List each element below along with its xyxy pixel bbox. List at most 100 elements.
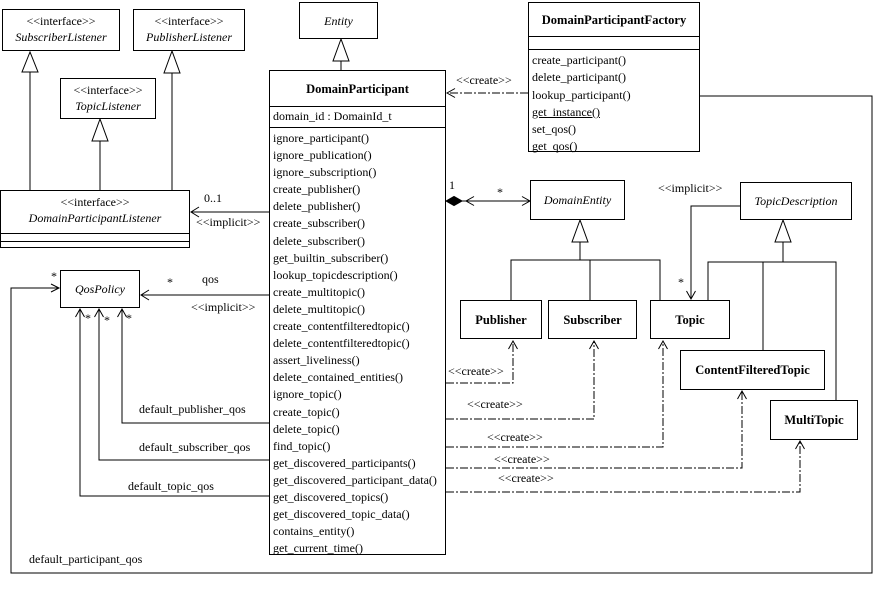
class-name: SubscriberListener — [15, 30, 107, 44]
create-label-contentfilteredtopic: <<create>> — [494, 452, 550, 466]
implicit-label-qos: <<implicit>> — [191, 300, 256, 314]
create-label-factory: <<create>> — [456, 73, 512, 87]
method-label: get_builtin_subscriber() — [273, 250, 389, 265]
stereotype-label: <<interface>> — [60, 195, 130, 209]
method-label: get_discovered_participant_data() — [273, 472, 437, 487]
class-entity: Entity — [299, 2, 378, 39]
create-publisher — [446, 339, 518, 384]
method-label: lookup_topicdescription() — [273, 267, 398, 282]
method-label: lookup_participant() — [532, 87, 631, 102]
class-domainparticipant: DomainParticipant domain_id : DomainId_t… — [269, 70, 446, 555]
method-label: delete_subscriber() — [273, 233, 365, 248]
class-name: DomainParticipantFactory — [541, 12, 687, 27]
create-contentfilteredtopic — [446, 389, 747, 469]
class-topiclistener: <<interface>> TopicListener — [60, 78, 156, 119]
class-topicdescription: TopicDescription — [740, 182, 852, 220]
multiplicity-label: * — [167, 275, 173, 289]
multiplicity-label: * — [104, 313, 110, 327]
method-label: create_subscriber() — [273, 216, 365, 231]
method-label: ignore_participant() — [273, 131, 369, 145]
association-default-participant-qos — [10, 95, 873, 574]
class-name: Publisher — [475, 312, 527, 327]
method-label: delete_contentfilteredtopic() — [273, 336, 410, 351]
class-topic: Topic — [650, 300, 730, 339]
create-topic — [446, 339, 668, 448]
stereotype-label: <<interface>> — [26, 14, 96, 28]
qos-role-label: qos — [202, 272, 219, 286]
method-label: assert_liveliness() — [273, 353, 360, 368]
attributes-compartment — [529, 36, 699, 49]
class-name: ContentFilteredTopic — [695, 363, 810, 377]
method-label: create_multitopic() — [273, 284, 365, 299]
method-label: delete_topic() — [273, 421, 340, 436]
class-domainparticipantlistener: <<interface>> DomainParticipantListener — [0, 190, 190, 248]
class-qospolicy: QosPolicy — [60, 270, 140, 308]
method-label: contains_entity() — [273, 524, 355, 539]
generalization-entity — [332, 37, 350, 70]
multiplicity-label: 0..1 — [204, 191, 222, 205]
class-name: Entity — [324, 13, 353, 28]
class-name: Subscriber — [563, 312, 622, 327]
association-default-topic-qos — [75, 307, 269, 497]
class-name: Topic — [675, 312, 705, 327]
method-label: delete_publisher() — [273, 199, 361, 214]
composition-domainentity — [444, 195, 532, 207]
generalization-subscriberlistener — [21, 50, 39, 190]
create-factory-participant — [445, 88, 528, 98]
create-label-multitopic: <<create>> — [498, 471, 554, 485]
method-label: delete_contained_entities() — [273, 370, 403, 385]
create-label-publisher: <<create>> — [448, 364, 504, 378]
method-label: create_publisher() — [273, 182, 361, 197]
method-label: get_discovered_participants() — [273, 455, 416, 470]
method-label: delete_multitopic() — [273, 301, 365, 316]
methods-compartment — [1, 241, 189, 249]
multiplicity-label: * — [85, 311, 91, 325]
multiplicity-label: * — [126, 311, 132, 325]
class-name: DomainParticipantListener — [28, 211, 162, 225]
create-label-subscriber: <<create>> — [467, 397, 523, 411]
class-subscriber: Subscriber — [548, 300, 637, 339]
class-contentfilteredtopic: ContentFilteredTopic — [680, 350, 825, 390]
generalization-topicdescription — [707, 218, 837, 400]
implicit-label-topicdescription: <<implicit>> — [658, 181, 723, 195]
method-label: ignore_topic() — [273, 387, 342, 402]
method-label: create_participant() — [532, 53, 626, 67]
create-multitopic — [446, 439, 805, 493]
stereotype-label: <<interface>> — [154, 14, 224, 28]
method-label: delete_participant() — [532, 70, 626, 85]
role-label-default-publisher-qos: default_publisher_qos — [139, 402, 246, 416]
class-name: MultiTopic — [784, 413, 844, 427]
attributes-compartment — [1, 233, 189, 241]
generalization-publisherlistener — [163, 49, 181, 190]
class-publisherlistener: <<interface>> PublisherListener — [133, 9, 245, 51]
role-label-default-subscriber-qos: default_subscriber_qos — [139, 440, 251, 454]
method-list: create_participant() delete_participant()… — [529, 49, 699, 156]
method-label: ignore_publication() — [273, 148, 372, 163]
role-label-default-topic-qos: default_topic_qos — [128, 479, 214, 493]
implicit-label-listener: <<implicit>> — [196, 215, 261, 229]
association-qos — [140, 289, 269, 301]
create-label-topic: <<create>> — [487, 430, 543, 444]
attribute-label: domain_id : DomainId_t — [270, 106, 445, 127]
class-multitopic: MultiTopic — [770, 400, 858, 440]
generalization-topiclistener — [91, 117, 109, 190]
stereotype-label: <<interface>> — [73, 83, 143, 97]
association-default-publisher-qos — [117, 307, 269, 424]
method-label: ignore_subscription() — [273, 165, 377, 180]
method-label: get_qos() — [532, 139, 578, 154]
method-label: find_topic() — [273, 438, 331, 453]
method-label: set_qos() — [532, 122, 576, 137]
method-label: get_discovered_topics() — [273, 489, 389, 504]
class-domainparticipantfactory: DomainParticipantFactory create_particip… — [528, 2, 700, 153]
class-domainentity: DomainEntity — [530, 180, 625, 220]
multiplicity-label: * — [678, 275, 684, 289]
method-label: get_instance() — [532, 104, 600, 119]
multiplicity-label: 1 — [449, 178, 455, 192]
class-name: PublisherListener — [146, 30, 232, 44]
method-list: ignore_participant() ignore_publication()… — [270, 127, 445, 557]
class-subscriberlistener: <<interface>> SubscriberListener — [2, 9, 120, 51]
method-label: create_contentfilteredtopic() — [273, 319, 410, 334]
class-name: TopicListener — [75, 99, 141, 113]
multiplicity-label: * — [51, 269, 57, 283]
